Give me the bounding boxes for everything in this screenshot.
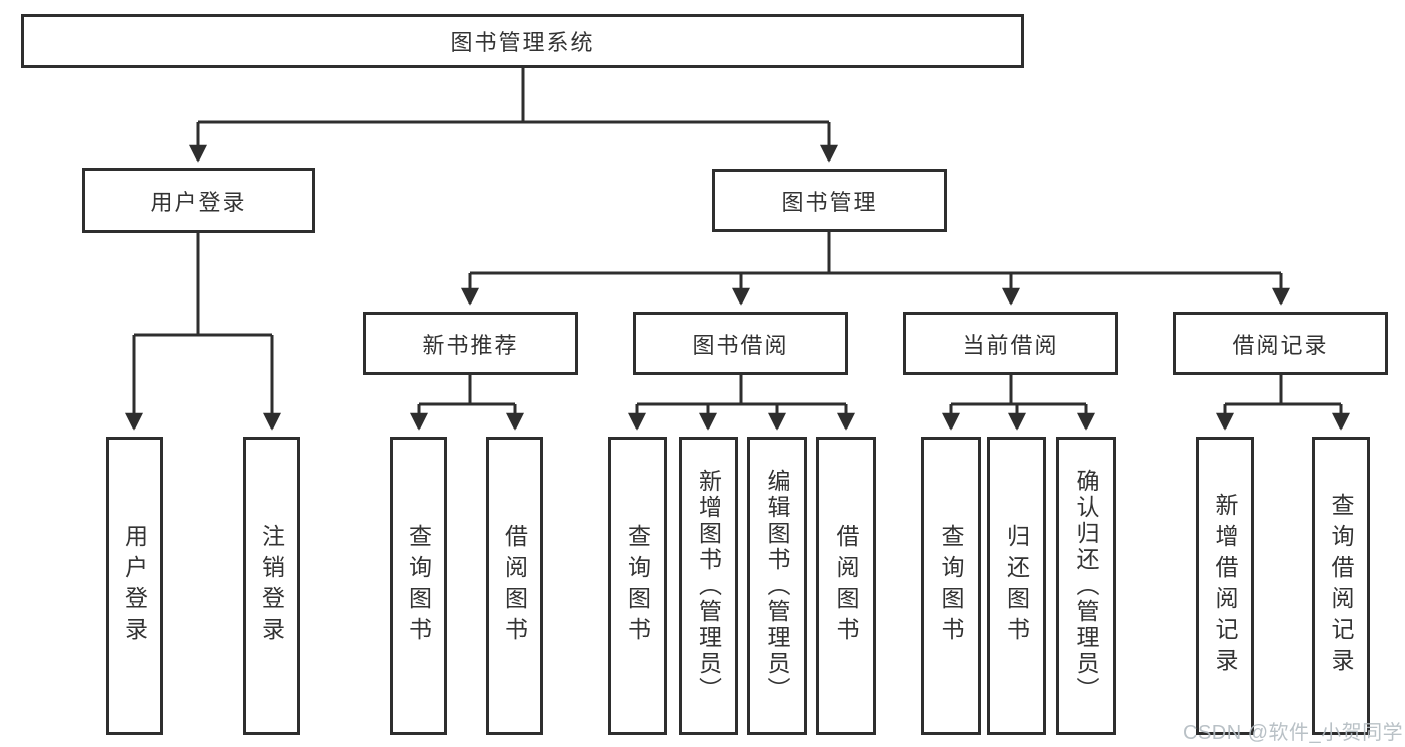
leaf-borrow-books-recommend: 借阅图书 <box>486 437 543 735</box>
node-label: 用户登录 <box>150 189 247 215</box>
leaf-edit-books-admin: 编辑图书（管理员） <box>747 437 807 735</box>
node-label: 图书借阅 <box>692 332 789 358</box>
leaf-label: 归还图书 <box>1003 524 1030 648</box>
leaf-logout: 注销登录 <box>243 437 300 735</box>
leaf-label: 查询图书 <box>405 524 432 648</box>
node-root-system: 图书管理系统 <box>21 14 1024 68</box>
leaf-label: 查询图书 <box>938 524 964 648</box>
node-current-borrow: 当前借阅 <box>903 312 1118 375</box>
leaf-query-books-recommend: 查询图书 <box>390 437 447 735</box>
leaf-add-books-admin: 新增图书（管理员） <box>679 437 738 735</box>
leaf-query-books-borrow: 查询图书 <box>608 437 667 735</box>
leaf-label: 注销登录 <box>258 524 285 648</box>
leaf-label: 查询图书 <box>624 524 651 648</box>
leaf-label: 确认归还（管理员） <box>1073 469 1099 703</box>
leaf-query-books-current: 查询图书 <box>921 437 981 735</box>
leaf-label: 借阅图书 <box>833 524 859 648</box>
node-book-borrow: 图书借阅 <box>633 312 848 375</box>
leaf-label: 用户登录 <box>121 524 148 648</box>
leaf-label: 查询借阅记录 <box>1328 493 1354 679</box>
leaf-label: 新增借阅记录 <box>1212 493 1238 679</box>
node-label: 借阅记录 <box>1232 332 1329 358</box>
node-book-management-branch: 图书管理 <box>712 169 947 232</box>
leaf-add-borrow-record: 新增借阅记录 <box>1196 437 1254 735</box>
node-new-book-recommend: 新书推荐 <box>363 312 578 375</box>
node-user-login-branch: 用户登录 <box>82 168 315 233</box>
leaf-label: 新增图书（管理员） <box>695 469 722 703</box>
leaf-borrow-books: 借阅图书 <box>816 437 876 735</box>
leaf-query-borrow-record: 查询借阅记录 <box>1312 437 1370 735</box>
leaf-user-login: 用户登录 <box>106 437 163 735</box>
leaf-label: 借阅图书 <box>501 524 528 648</box>
leaf-label: 编辑图书（管理员） <box>764 469 790 703</box>
node-root-label: 图书管理系统 <box>450 30 595 55</box>
node-borrow-records: 借阅记录 <box>1173 312 1388 375</box>
csdn-watermark: CSDN @软件_小贺同学 <box>1183 722 1404 744</box>
node-label: 新书推荐 <box>422 332 519 358</box>
leaf-return-books: 归还图书 <box>987 437 1046 735</box>
leaf-confirm-return-admin: 确认归还（管理员） <box>1056 437 1116 735</box>
node-label: 当前借阅 <box>962 332 1059 358</box>
node-label: 图书管理 <box>781 189 878 215</box>
